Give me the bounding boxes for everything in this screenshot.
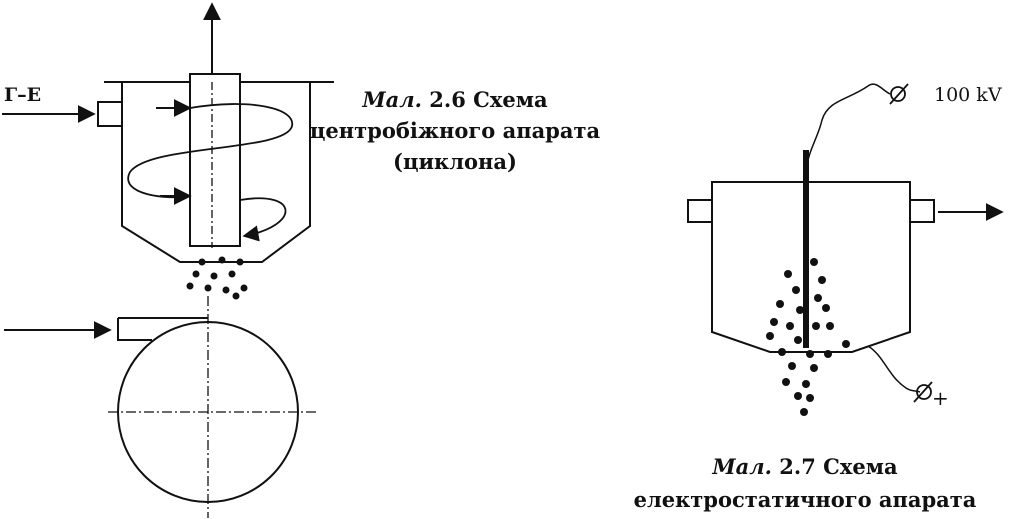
particle <box>824 350 832 358</box>
central-tube <box>189 73 241 247</box>
particle <box>806 394 814 402</box>
swirl-path <box>127 103 293 199</box>
particle <box>810 258 818 266</box>
particle <box>770 318 778 326</box>
particle <box>232 292 240 300</box>
terminal-bottom <box>916 384 932 400</box>
electrostatic-particles <box>766 258 850 416</box>
figure2-caption-number: 2.7 Схема <box>779 454 898 479</box>
particle <box>198 258 206 266</box>
particle <box>218 256 226 264</box>
particle <box>792 286 800 294</box>
particle <box>784 270 792 278</box>
terminal-top <box>890 86 906 102</box>
particle <box>812 322 820 330</box>
particle <box>778 348 786 356</box>
particle <box>814 294 822 302</box>
ground-wire <box>867 345 921 393</box>
particle <box>186 282 194 290</box>
figure2-caption-line1: Мал. 2.7 Схема <box>610 450 1000 483</box>
figure2-caption-line2: електростатичного апарата <box>633 487 977 512</box>
particle <box>236 258 244 266</box>
particle <box>228 270 236 278</box>
particle <box>766 332 774 340</box>
particle <box>786 322 794 330</box>
cyclone-particles <box>186 256 248 300</box>
figure2-caption-prefix: Мал. <box>712 454 772 479</box>
particle <box>818 276 826 284</box>
gas-label: Г–Е <box>4 84 42 106</box>
right-port <box>909 199 935 223</box>
particle <box>842 340 850 348</box>
particle <box>794 336 802 344</box>
figure1-caption-line3: (циклона) <box>393 149 517 174</box>
particle <box>800 408 808 416</box>
particle <box>210 272 218 280</box>
figure1-caption-line2: центробіжного апарата <box>309 118 601 143</box>
particle <box>788 362 796 370</box>
terminal-top-slash <box>889 83 909 105</box>
particle <box>802 380 810 388</box>
particle <box>782 378 790 386</box>
figure1-caption-number: 2.6 Схема <box>429 87 548 112</box>
voltage-label: 100 kV <box>934 84 1002 106</box>
particle <box>222 286 230 294</box>
cyclone <box>2 2 334 263</box>
hv-wire <box>805 83 891 173</box>
cyclone-top-view <box>4 296 318 518</box>
particle <box>776 300 784 308</box>
particle <box>796 306 804 314</box>
particle <box>806 350 814 358</box>
terminal-bottom-slash <box>913 381 933 403</box>
particle <box>192 270 200 278</box>
particle <box>810 364 818 372</box>
swirl-path-lower <box>239 197 287 242</box>
tangential-inlet <box>117 317 208 341</box>
figure1-caption: Мал. 2.6 Схема центробіжного апарата (ци… <box>300 84 610 177</box>
particle <box>240 284 248 292</box>
figure2-caption: Мал. 2.7 Схема електростатичного апарата <box>610 450 1000 516</box>
figure1-caption-line1: Мал. 2.6 Схема <box>300 84 610 115</box>
left-port <box>687 199 713 223</box>
inlet-box <box>97 101 123 127</box>
particle <box>794 392 802 400</box>
plus-label: + <box>932 386 949 410</box>
electrostatic-apparatus <box>687 83 1004 403</box>
particle <box>822 304 830 312</box>
apparatus-body <box>711 181 911 353</box>
figure1-caption-prefix: Мал. <box>362 87 422 112</box>
particle <box>826 322 834 330</box>
particle <box>204 284 212 292</box>
